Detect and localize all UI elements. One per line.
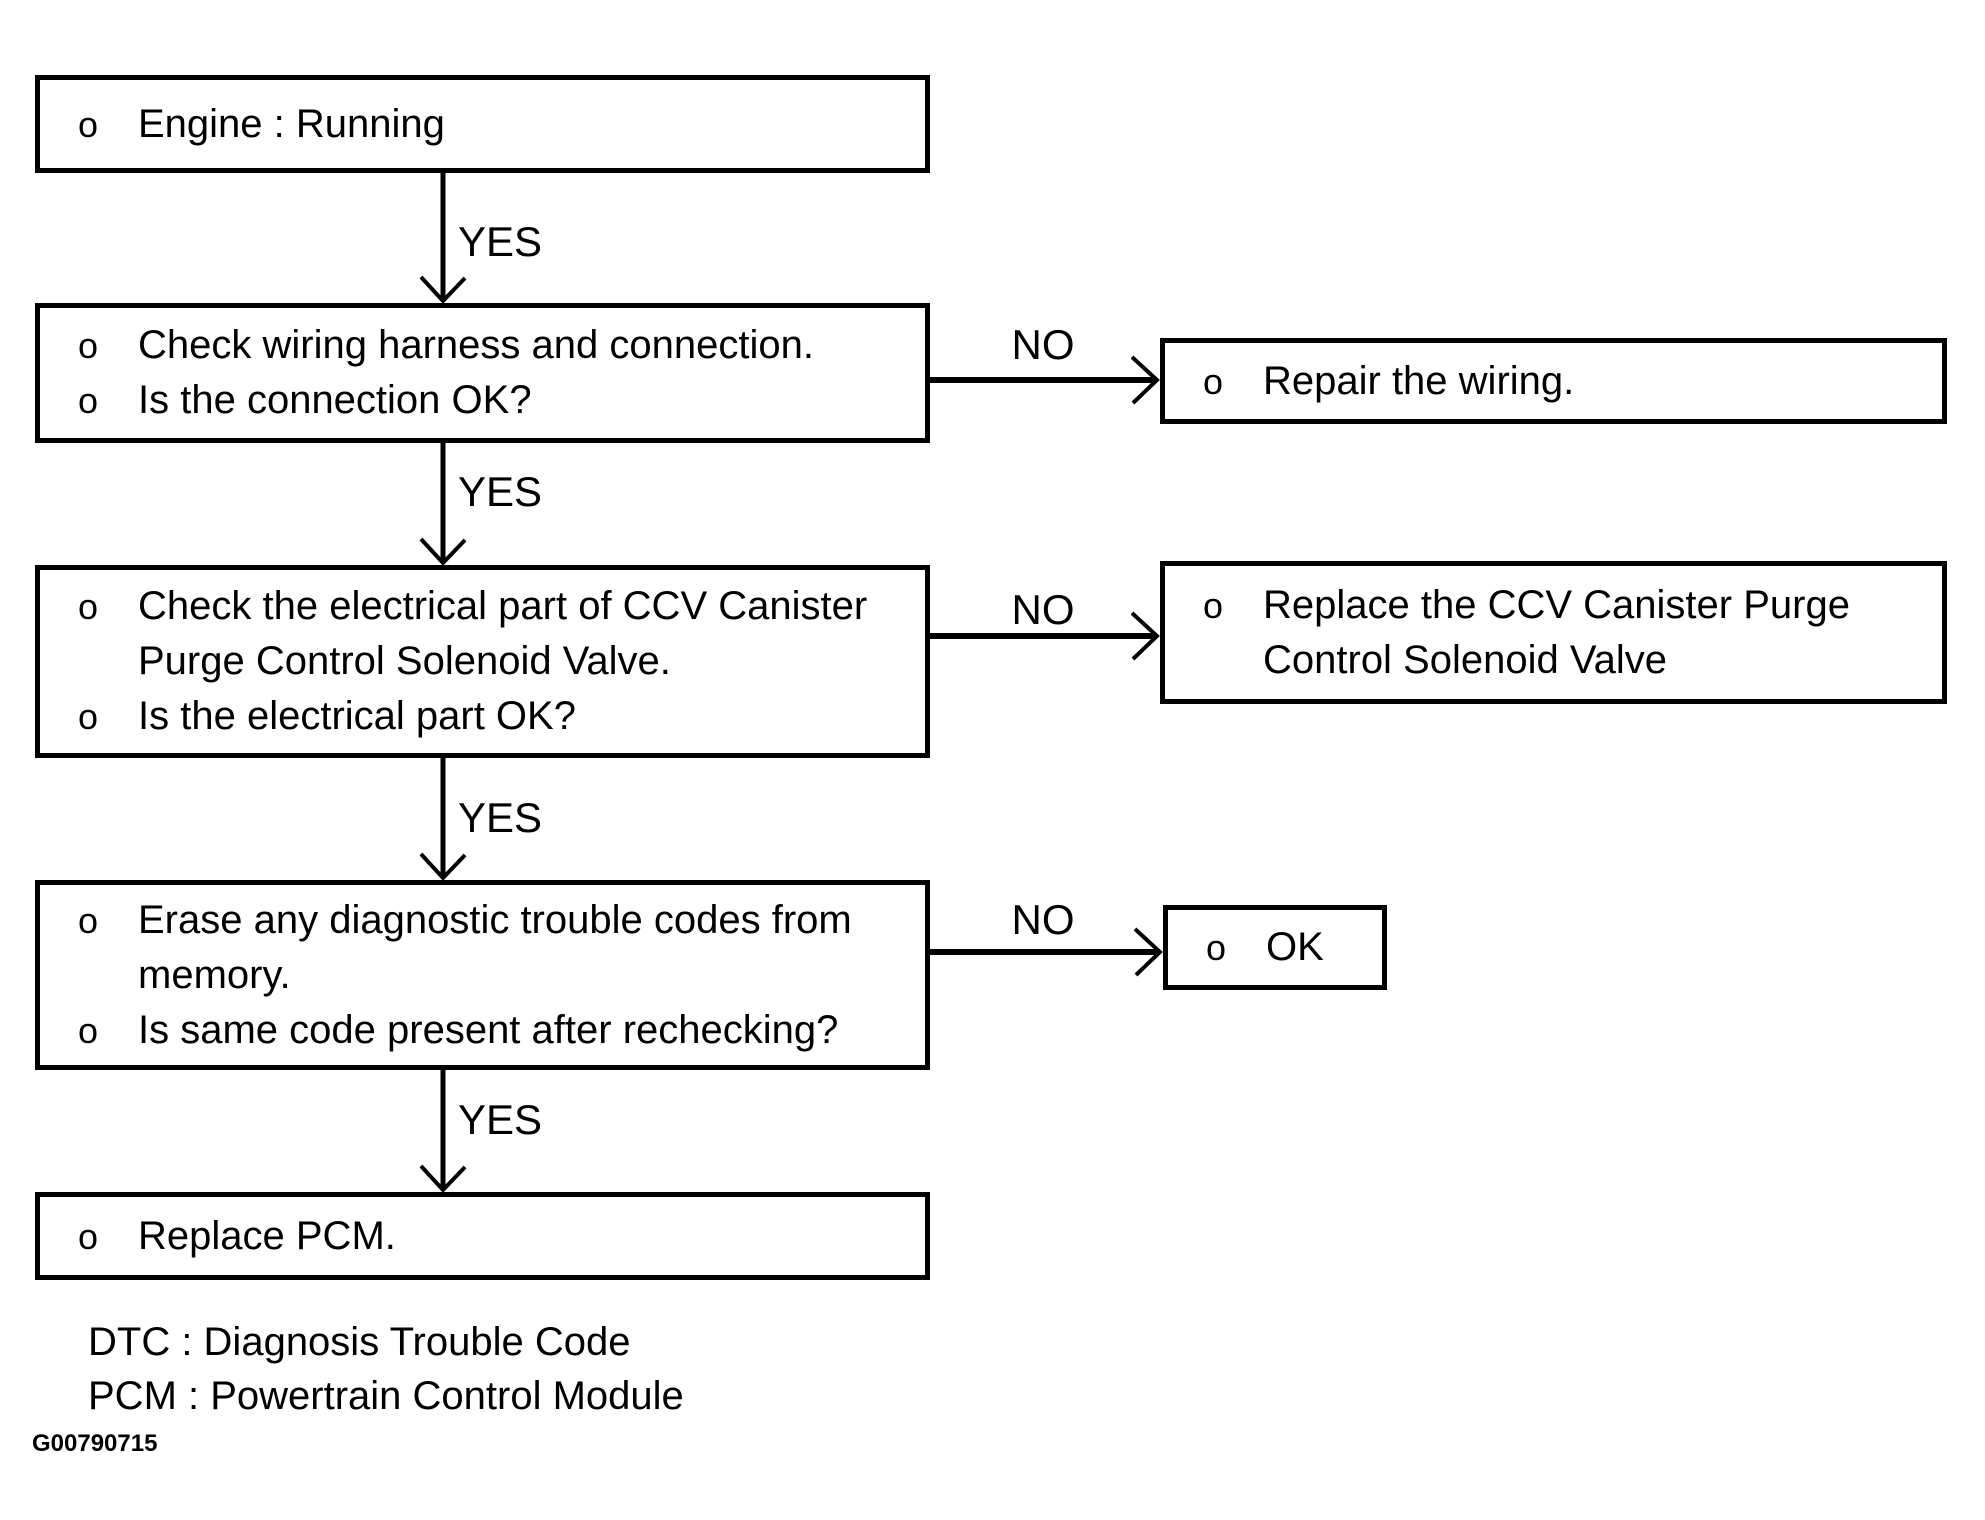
figure-code: G00790715: [32, 1430, 158, 1457]
box-line: Control Solenoid Valve: [1203, 633, 1934, 688]
no-branch-box-repair-wiring: o Repair the wiring.: [1160, 338, 1947, 424]
bullet-marker: o: [78, 899, 99, 941]
step-box-check-electrical: o Check the electrical part of CCV Canist…: [35, 565, 930, 758]
box-line-text: Repair the wiring.: [1263, 358, 1575, 403]
box-line-text: Purge Control Solenoid Valve.: [138, 639, 671, 683]
box-line-text: Replace PCM.: [138, 1213, 396, 1258]
box-line: o Erase any diagnostic trouble codes from: [78, 893, 917, 948]
box-line-text: Engine : Running: [138, 101, 445, 146]
bullet-marker: o: [1206, 927, 1227, 968]
bullet-marker: o: [78, 103, 99, 145]
box-line-text: Check wiring harness and connection.: [138, 323, 814, 367]
box-line-text: Is same code present after rechecking?: [138, 1007, 839, 1052]
step-box-erase-codes: o Erase any diagnostic trouble codes from…: [35, 880, 930, 1070]
box-line-text: Erase any diagnostic trouble codes from: [138, 897, 852, 942]
yes-label-2: YES: [458, 468, 543, 515]
bullet-marker: o: [78, 586, 99, 627]
yes-label-4: YES: [458, 1096, 543, 1143]
yes-label-3: YES: [458, 794, 543, 841]
yes-label-1: YES: [458, 218, 543, 265]
box-line: o Engine : Running: [78, 97, 917, 152]
no-label-1: NO: [1011, 321, 1075, 368]
box-line-text: Replace the CCV Canister Purge: [1263, 582, 1850, 627]
step-box-engine-running: o Engine : Running: [35, 75, 930, 173]
box-line-text: Check the electrical part of CCV Caniste…: [138, 584, 868, 628]
bullet-marker: o: [78, 696, 99, 737]
box-line-text: OK: [1266, 925, 1324, 969]
box-line: Purge Control Solenoid Valve.: [78, 634, 917, 689]
legend-dtc: DTC : Diagnosis Trouble Code: [88, 1320, 631, 1364]
box-line: o Is same code present after rechecking?: [78, 1003, 917, 1058]
box-line: o Check the electrical part of CCV Canist…: [78, 579, 917, 634]
no-branch-box-ok: o OK: [1163, 905, 1387, 990]
no-label-2: NO: [1011, 586, 1075, 633]
legend-pcm: PCM : Powertrain Control Module: [88, 1374, 684, 1418]
bullet-marker: o: [78, 1009, 99, 1051]
bullet-marker: o: [1203, 584, 1224, 626]
box-line: o Is the electrical part OK?: [78, 689, 917, 744]
bullet-marker: o: [78, 1215, 99, 1257]
box-line: memory.: [78, 948, 917, 1003]
bullet-marker: o: [78, 325, 99, 366]
box-line: o OK: [1206, 920, 1374, 975]
box-line-text: Is the connection OK?: [138, 378, 532, 422]
box-line-text: Control Solenoid Valve: [1263, 637, 1667, 682]
no-label-3: NO: [1011, 896, 1075, 943]
bullet-marker: o: [1203, 360, 1224, 402]
box-line-text: Is the electrical part OK?: [138, 694, 576, 738]
step-box-replace-pcm: o Replace PCM.: [35, 1192, 930, 1280]
box-line: o Repair the wiring.: [1203, 354, 1934, 409]
box-line-text: memory.: [138, 952, 291, 997]
box-line: o Check wiring harness and connection.: [78, 318, 917, 373]
box-line: o Replace PCM.: [78, 1209, 917, 1264]
bullet-marker: o: [78, 380, 99, 421]
box-line: o Replace the CCV Canister Purge: [1203, 578, 1934, 633]
box-line: o Is the connection OK?: [78, 373, 917, 428]
